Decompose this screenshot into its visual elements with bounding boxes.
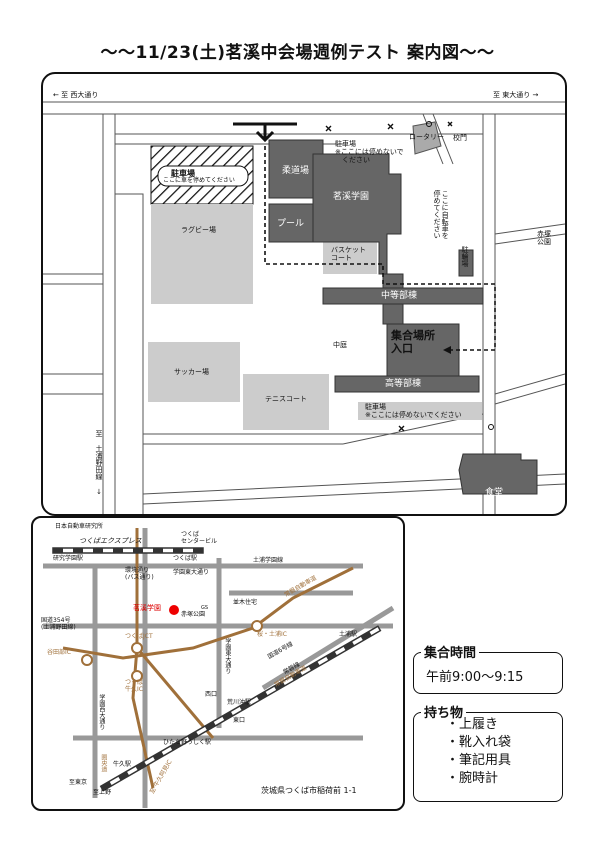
area-sakura: 桜・土浦IC: [257, 631, 287, 638]
area-tsukuba-center: つくば センタービル: [181, 531, 218, 545]
area-nishiguchi: 西口: [205, 691, 218, 698]
area-ushiku-st: 牛久駅: [113, 761, 132, 768]
high-school-building: 高等部棟: [385, 379, 422, 389]
road-south-label: 至 土浦野田線 ↓: [95, 430, 104, 496]
rotary-label: ロータリー: [409, 133, 444, 141]
belongings-box: [413, 712, 563, 802]
area-tsukuba-jct: つくばJCT: [125, 633, 153, 640]
judo-building: 柔道場: [282, 166, 310, 176]
akatsuka-park: 赤塚 公園: [537, 230, 551, 247]
area-lab: 日本自動車研究所: [55, 523, 104, 530]
campus-map-drawing: [43, 101, 565, 514]
meikei-building: 茗溪学園: [333, 192, 370, 202]
area-gs: GS: [201, 605, 209, 611]
belongings-list: ・上履き ・靴入れ袋 ・筆記用具 ・腕時計: [446, 716, 511, 788]
belongings-item: ・上履き: [446, 717, 499, 732]
bike-parking-note: ここに自転車を 停めてください: [433, 190, 450, 239]
parking-hatched-title: 駐車場: [171, 169, 195, 178]
bike-parking-lot: 駐輪場: [461, 246, 470, 267]
area-route354: 国道354号 (土浦野田線): [41, 617, 76, 631]
area-kenkyu-st: 研究学園駅: [53, 555, 84, 562]
tennis-court: テニスコート: [265, 395, 307, 403]
area-namiki: 並木住宅: [233, 599, 258, 606]
rugby-field: ラグビー場: [181, 226, 216, 234]
area-kenichi: 圏央道: [99, 754, 107, 772]
area-map: 日本自動車研究所 つくばエクスプレス 研究学園駅 つくば センタービル つくば駅…: [31, 516, 405, 811]
area-to-ueno: 至上野: [93, 789, 112, 796]
area-address: 茨城県つくば市稲荷前 1-1: [261, 786, 357, 795]
area-map-drawing: [43, 528, 395, 808]
area-tsukuba-st: つくば駅: [173, 555, 198, 562]
area-arakawaoki: 荒川沖駅: [227, 699, 252, 706]
campus-map: ← 至 西大通り 至 東大通り → 至 土浦野田線 ↓ 柔道場 プール 茗溪学園…: [41, 72, 567, 516]
area-tsuchiura-st: 土浦駅: [339, 631, 358, 638]
road-west-label: ← 至 西大通り: [53, 91, 99, 99]
area-yatabe: 谷田部IC: [47, 649, 71, 656]
courtyard: 中庭: [333, 341, 347, 349]
gate-label: 校門: [453, 134, 467, 142]
meikei-marker: [169, 605, 179, 615]
area-akatsuka: 赤塚公園: [181, 611, 206, 618]
meeting-time-heading: 集合時間: [421, 642, 480, 661]
area-kankyo: 環境通り (バス通り): [125, 567, 154, 581]
area-gakuen-higashi: 学園東大通り: [173, 569, 210, 576]
parking-bottom-note: 駐車場 ※ここには停めないでください: [365, 403, 462, 420]
road-east-label: 至 東大通り →: [493, 91, 539, 99]
parking-top-note: 駐車場 ※ここには停めないで ください: [335, 140, 404, 165]
area-tx: つくばエクスプレス: [79, 537, 142, 545]
pool-building: プール: [277, 219, 305, 229]
area-higashiguchi: 東口: [233, 717, 246, 724]
area-tsukuba-ushiku: つくば 牛久IC: [125, 679, 144, 693]
area-tsuchiura-gakuen: 土浦学園線: [253, 557, 284, 564]
soccer-field: サッカー場: [174, 368, 209, 376]
belongings-heading: 持ち物: [421, 702, 467, 721]
area-meikei: 茗溪学園: [133, 604, 161, 612]
area-to-tokyo: 至東京: [69, 779, 88, 786]
area-gakuen-higashi2: 学園東大通り: [223, 638, 231, 674]
belongings-item: ・筆記用具: [446, 753, 512, 768]
belongings-item: ・腕時計: [446, 771, 499, 786]
middle-school-building: 中等部棟: [381, 291, 418, 301]
belongings-item: ・靴入れ袋: [446, 735, 512, 750]
basketball-court: バスケット コート: [331, 246, 366, 263]
gathering-place: 集合場所 入口: [391, 329, 435, 355]
area-gakuen-nishi: 学園西大通り: [97, 694, 105, 730]
parking-hatched-note: ここに車を停めてください: [163, 177, 235, 184]
page-title: 〜〜11/23(土)茗溪中会場週例テスト 案内図〜〜: [100, 43, 495, 63]
area-hitachino: ひたち野うしく駅: [163, 739, 212, 746]
cafeteria-building: 食堂: [485, 488, 504, 498]
meeting-time-value: 午前9:00〜9:15: [426, 670, 524, 685]
